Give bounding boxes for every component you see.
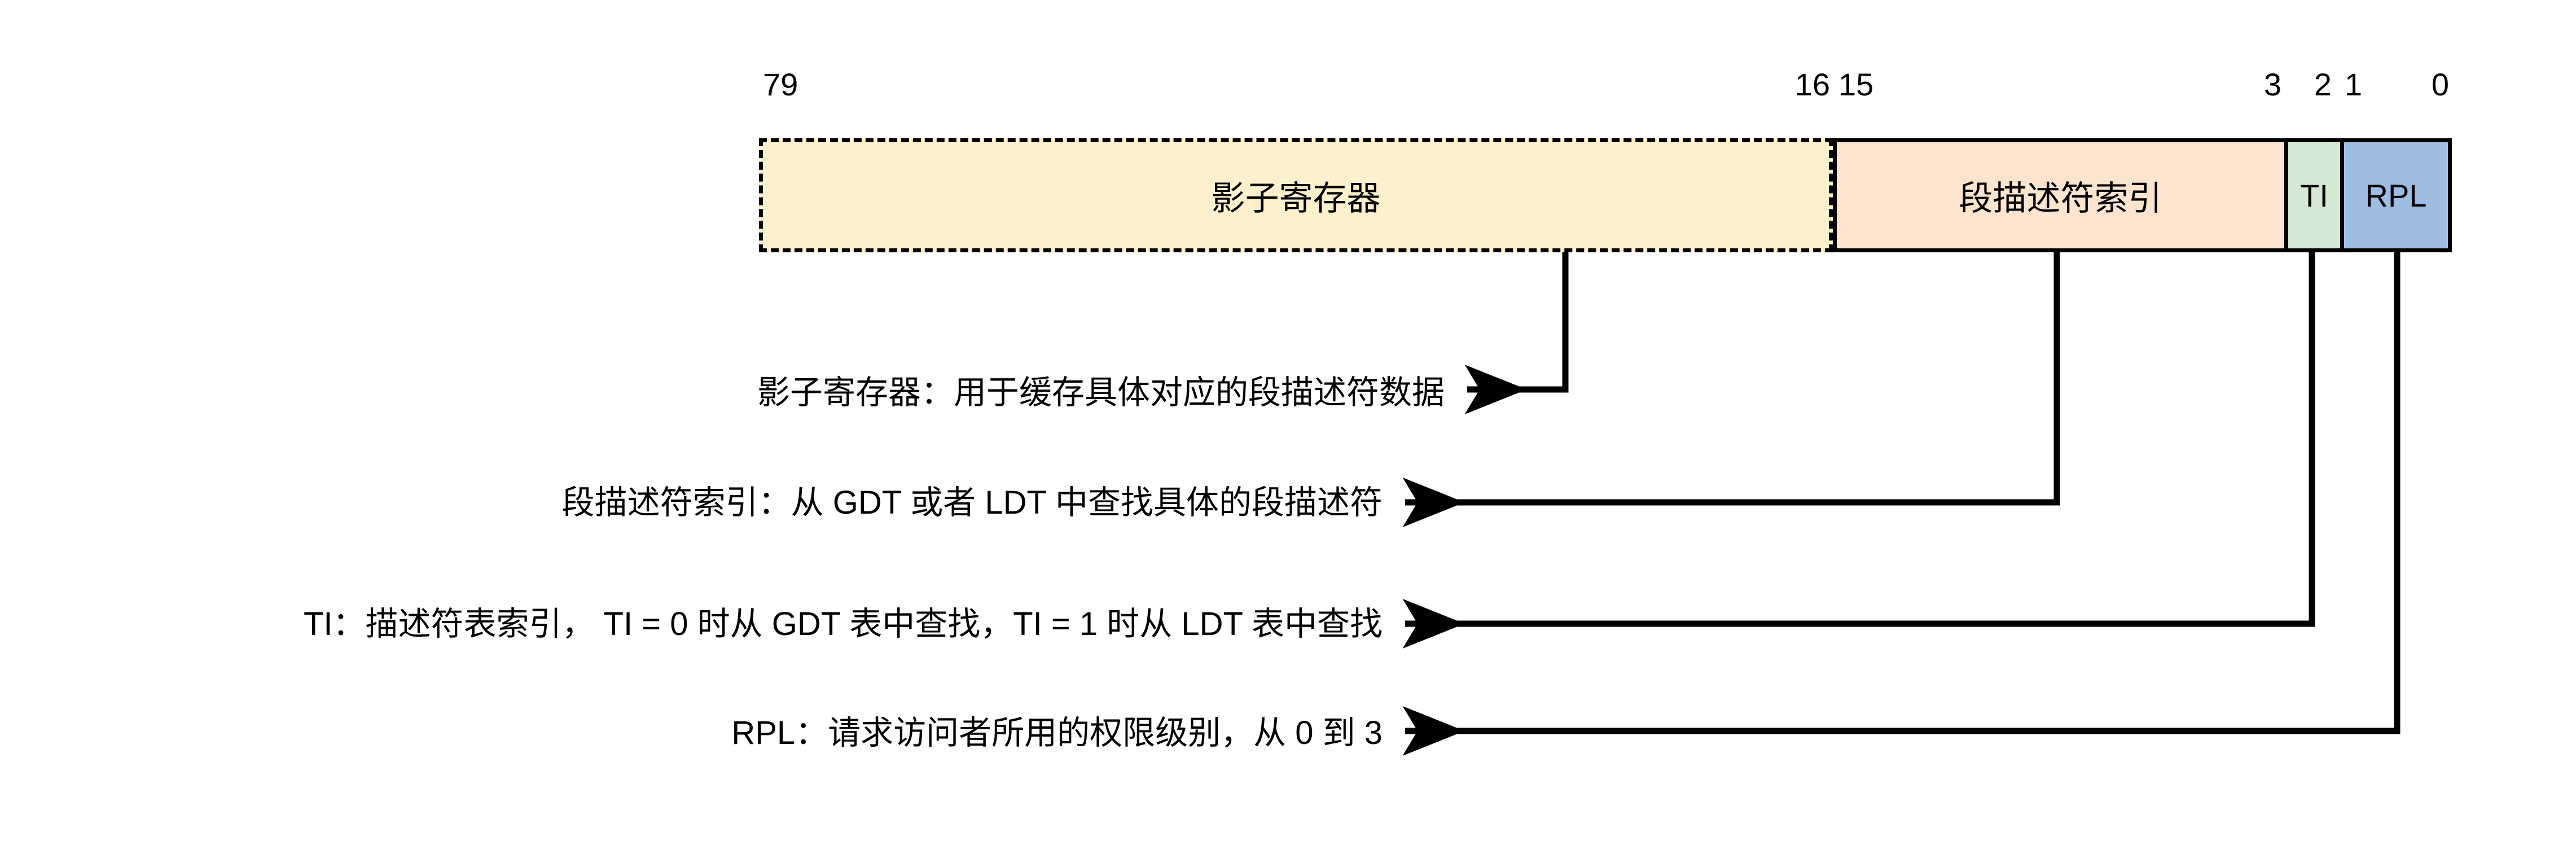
bit-label-79: 79 bbox=[763, 67, 798, 102]
segment-descriptor-index-label: 段描述符索引 bbox=[1959, 179, 2162, 217]
caption-descriptor-index: 段描述符索引：从 GDT 或者 LDT 中查找具体的段描述符 bbox=[561, 484, 1383, 521]
leader-line-rpl-field bbox=[1402, 252, 2401, 756]
segment-shadow-register: 影子寄存器 bbox=[759, 138, 1833, 252]
leader-line-shadow-register-final bbox=[1464, 252, 1569, 414]
segment-rpl-field: RPL bbox=[2340, 138, 2452, 252]
caption-rpl-field: RPL：请求访问者所用的权限级别，从 0 到 3 bbox=[731, 715, 1383, 751]
leader-line-descriptor-index bbox=[1402, 252, 2060, 527]
segment-ti-flag: TI bbox=[2284, 138, 2340, 252]
caption-ti-flag: TI：描述符表索引， TI = 0 时从 GDT 表中查找，TI = 1 时从 … bbox=[303, 606, 1383, 642]
caption-shadow-register: 影子寄存器：用于缓存具体对应的段描述符数据 bbox=[757, 374, 1445, 411]
bit-label-1: 1 bbox=[2345, 67, 2363, 102]
leader-line-ti-flag bbox=[1402, 252, 2315, 649]
segment-descriptor-index: 段描述符索引 bbox=[1833, 138, 2284, 252]
bit-label-0: 0 bbox=[2431, 67, 2449, 102]
leader-line-shadow-register bbox=[1562, 252, 1636, 414]
bit-label-3: 3 bbox=[2263, 67, 2281, 102]
segment-shadow-register-label: 影子寄存器 bbox=[1211, 179, 1381, 217]
segment-rpl-field-label: RPL bbox=[2365, 177, 2427, 213]
leader-line-shadow-register-stub bbox=[1562, 252, 1634, 393]
segment-ti-flag-label: TI bbox=[2300, 177, 2328, 213]
bit-label-16: 16 bbox=[1794, 67, 1830, 102]
bit-label-15: 15 bbox=[1838, 67, 1874, 102]
bit-label-2: 2 bbox=[2314, 67, 2332, 102]
register-bit-field-bar: 影子寄存器 段描述符索引 TI RPL bbox=[759, 138, 2452, 252]
